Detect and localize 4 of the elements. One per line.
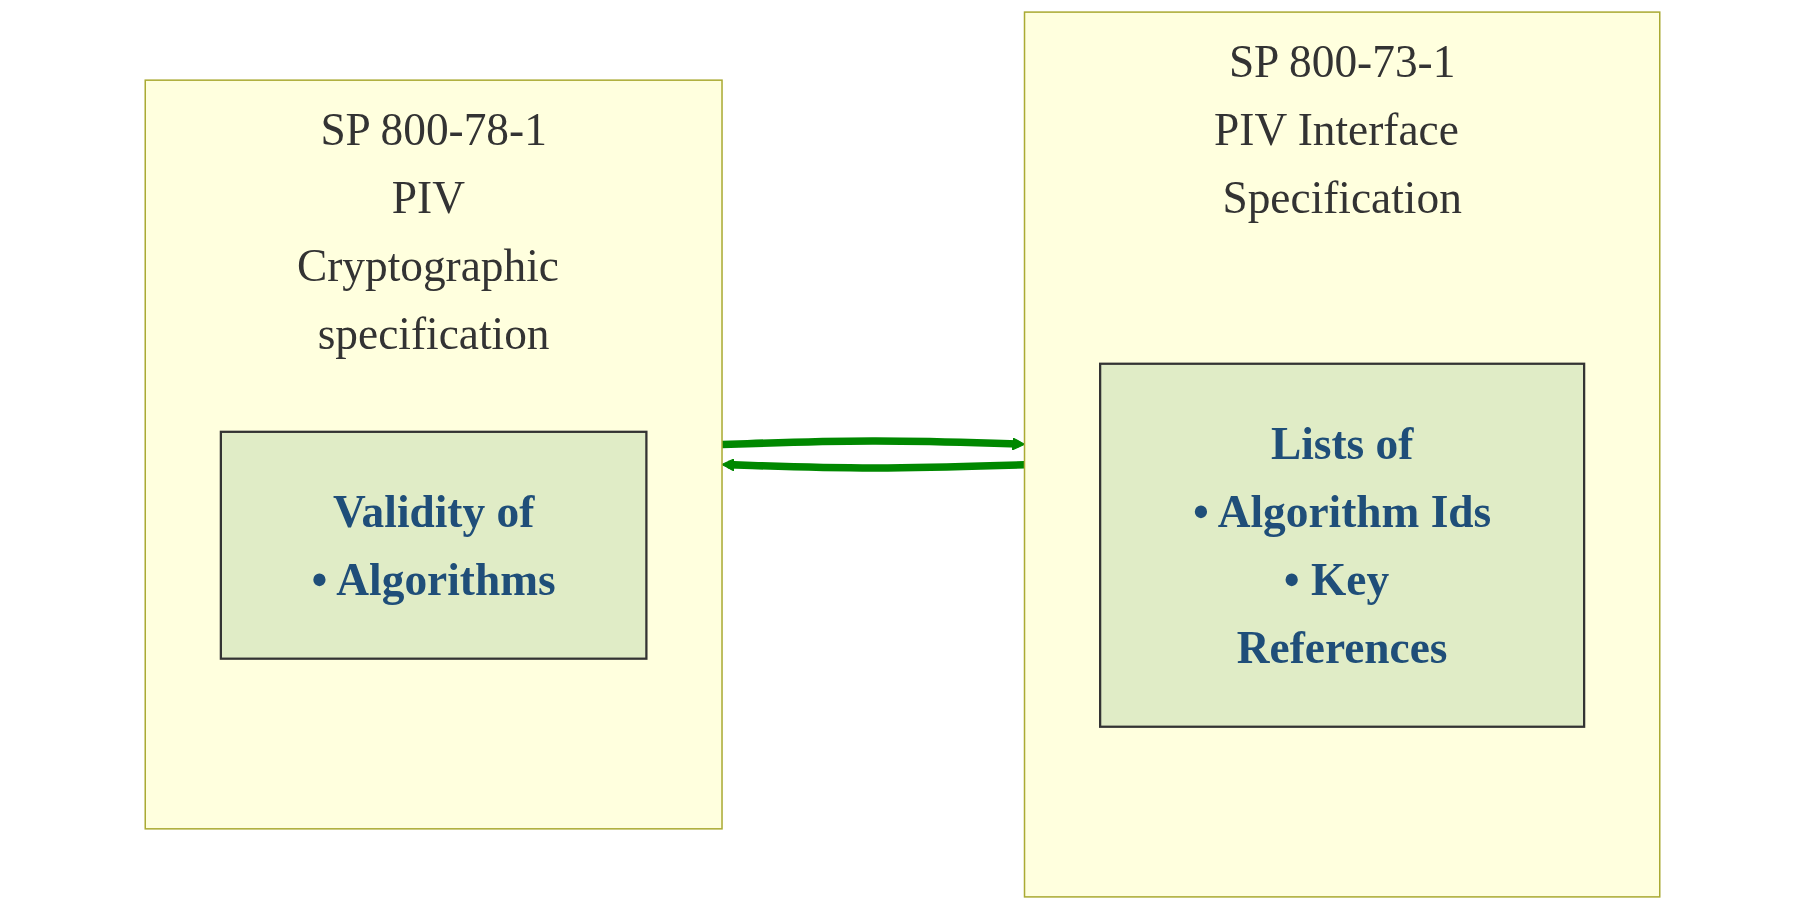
arrow: [721, 437, 1026, 451]
node-box: Lists of • Algorithm Ids • Key References: [1099, 362, 1586, 728]
arrow: [721, 458, 1025, 472]
node-box: Validity of • Algorithms: [219, 430, 648, 660]
